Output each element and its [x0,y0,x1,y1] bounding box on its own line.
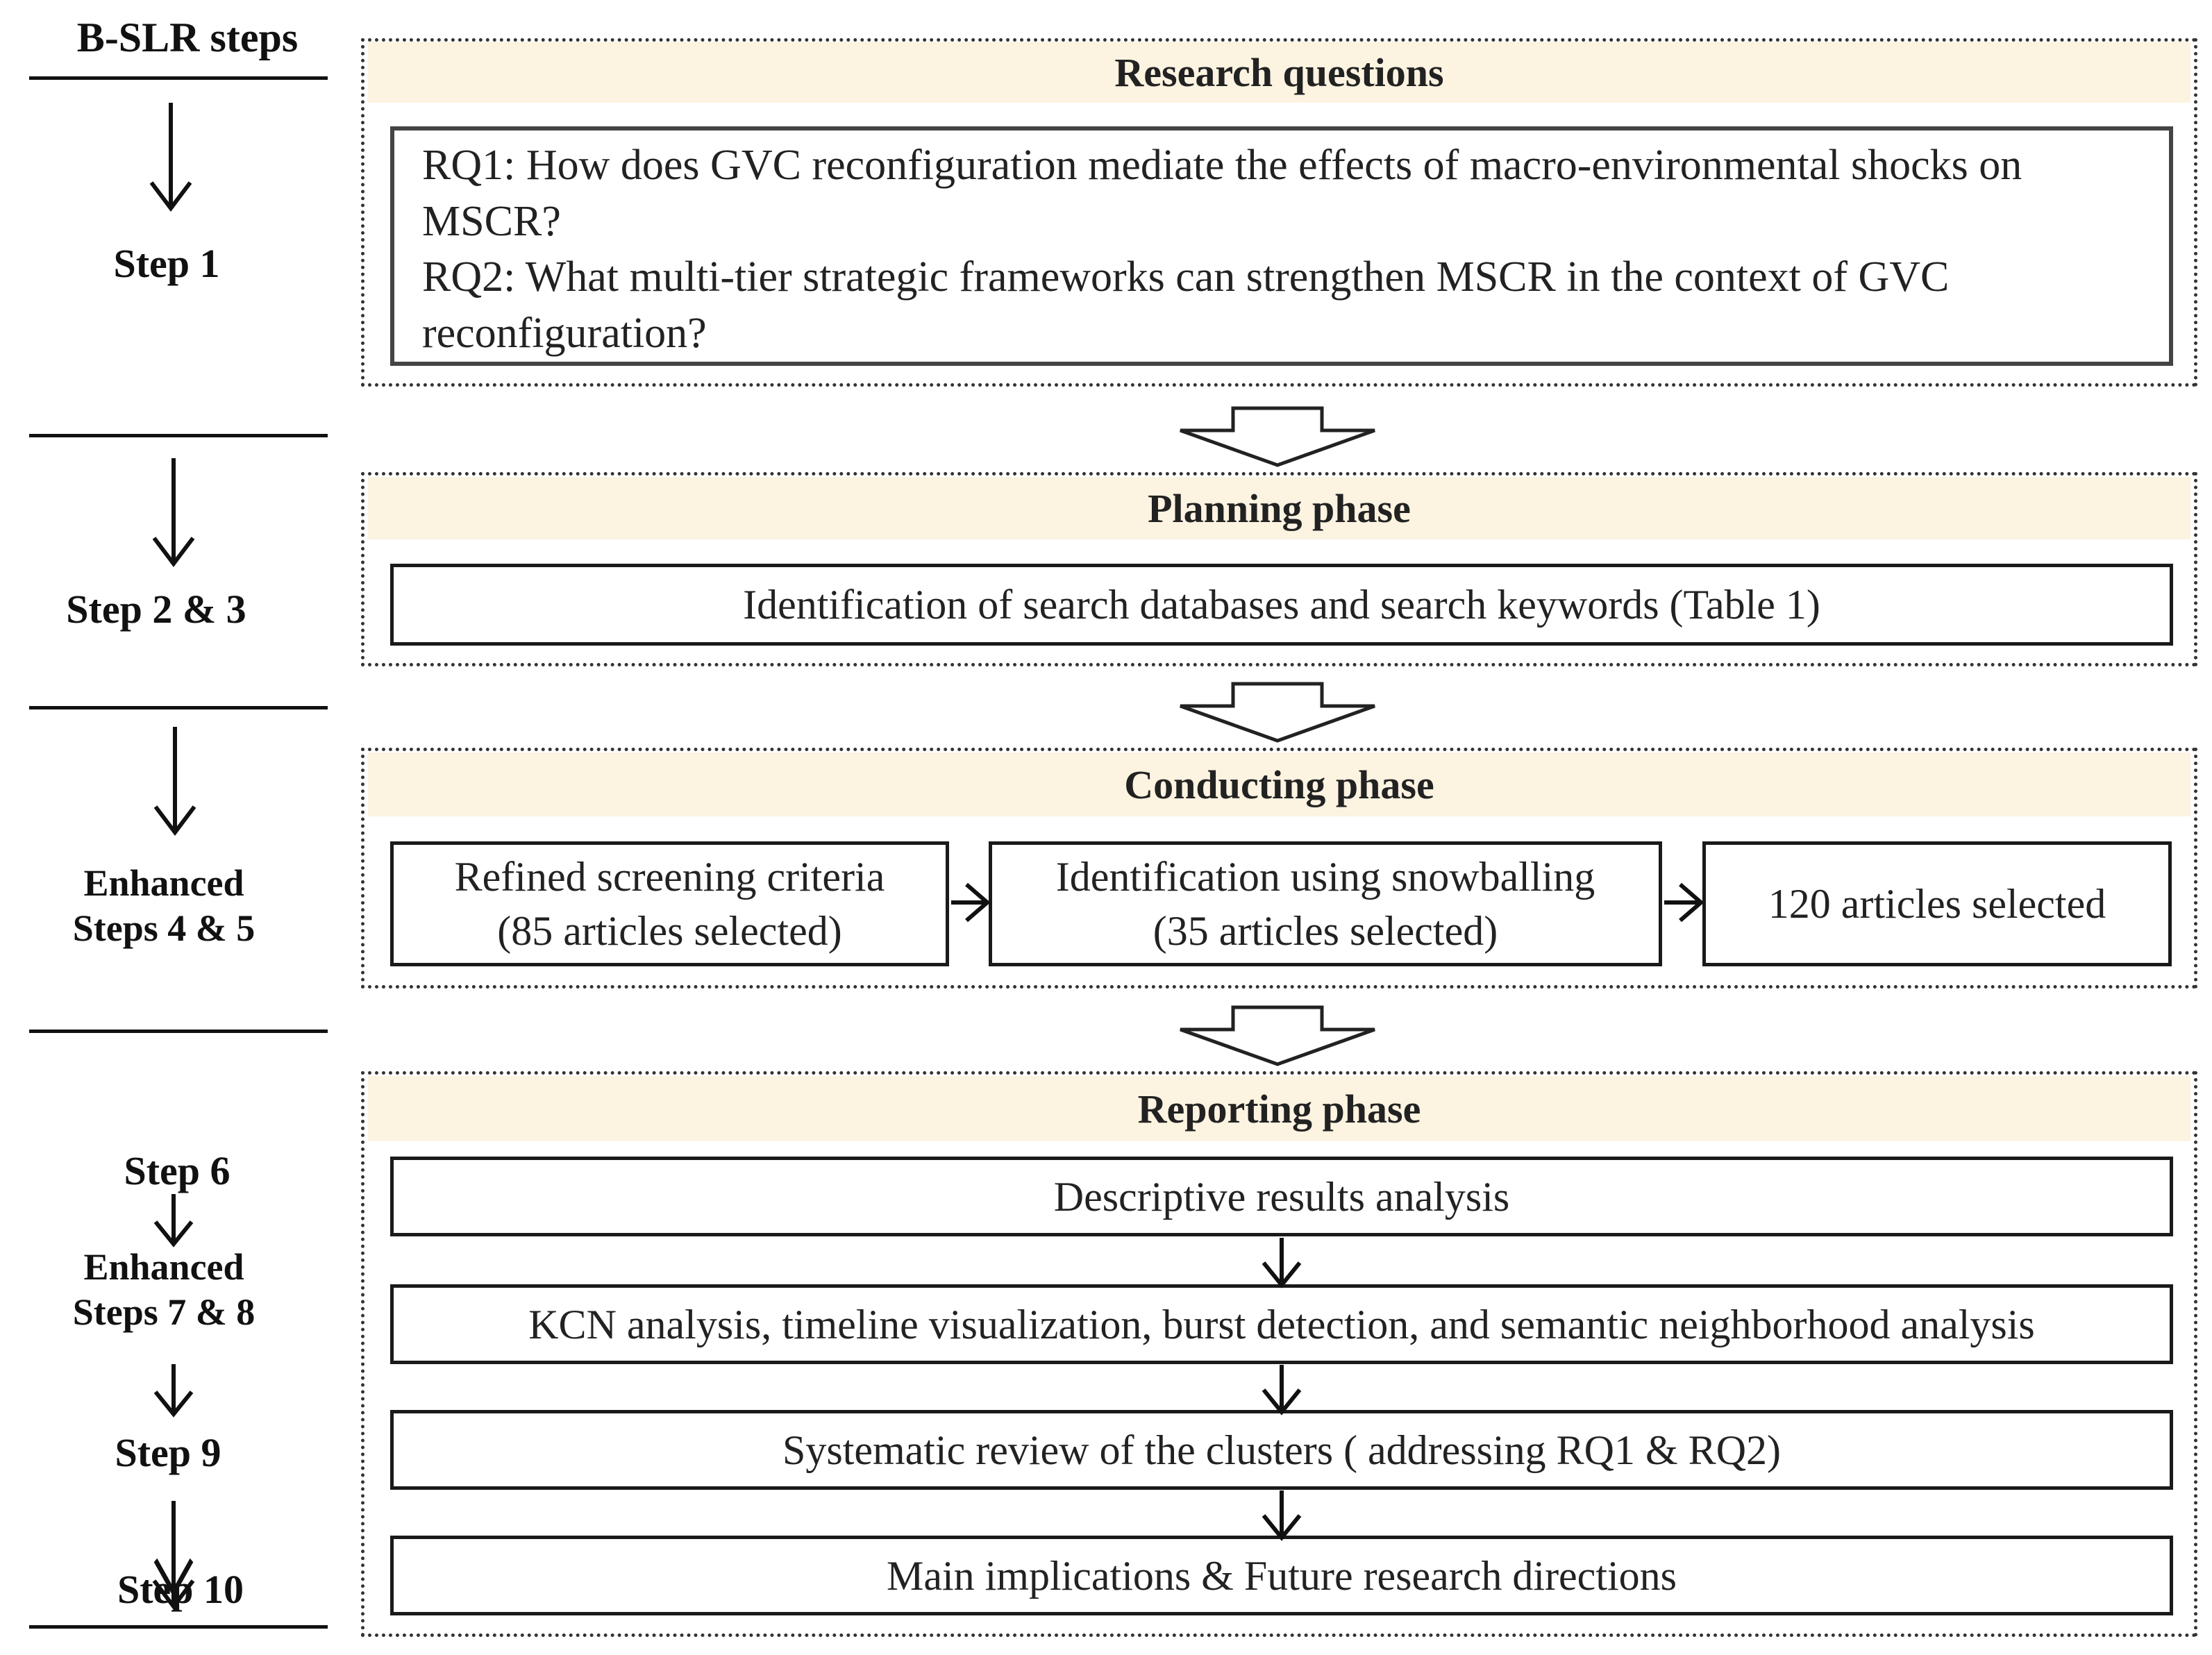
step-divider [29,76,328,80]
left-arrow-down-icon [156,1364,192,1414]
block-arrow-down-icon [1180,408,1375,465]
rq1-line1: RQ1: How does GVC reconfiguration mediat… [422,142,2022,189]
research-questions-box: RQ1: How does GVC reconfiguration mediat… [390,126,2173,366]
arrow-down-icon [1264,1365,1300,1412]
conducting-phase [361,748,2197,989]
rq1-line2: MSCR? [422,197,561,245]
block-arrow-down-icon [1180,1007,1375,1064]
snowballing-line1: Identification using snowballing [1055,854,1595,900]
snowballing-line2: (35 articles selected) [1153,908,1498,954]
snowballing-box: Identification using snowballing (35 art… [989,841,1662,966]
step-divider [29,706,328,709]
research-questions-phase [361,38,2197,387]
conducting-phase-header: Conducting phase [368,753,2190,816]
left-arrow-down-icon [151,103,190,208]
screening-criteria-box: Refined screening criteria (85 articles … [390,841,949,966]
screening-criteria-line2: (85 articles selected) [497,908,842,954]
descriptive-analysis-box: Descriptive results analysis [390,1157,2173,1236]
arrow-right-icon [951,882,991,923]
articles-selected-box: 120 articles selected [1702,841,2172,966]
rq2-line1: RQ2: What multi-tier strategic framework… [422,253,1950,301]
step-label-2-3: Step 2 & 3 [66,587,246,632]
planning-phase [361,472,2197,666]
left-arrow-down-icon [156,1194,192,1244]
bslr-steps-title: B-SLR steps [76,15,299,60]
left-arrow-down-icon [154,1501,193,1606]
reporting-phase [361,1071,2197,1637]
step-label-1: Step 1 [113,241,220,286]
step-label-4-5-line1: Enhanced [83,862,244,904]
step-label-6: Step 6 [124,1148,231,1193]
step-label-7-8: Enhanced Steps 7 & 8 [25,1245,303,1335]
research-questions-header: Research questions [368,42,2190,103]
step-divider [29,434,328,437]
left-arrow-down-icon [156,727,194,832]
step-label-7-8-line1: Enhanced [83,1246,244,1288]
step-divider [29,1625,328,1629]
step-label-10: Step 10 [117,1567,244,1612]
step-label-4-5-line2: Steps 4 & 5 [72,907,255,949]
arrow-right-icon [1664,882,1704,923]
arrow-down-icon [1264,1238,1300,1285]
step-label-7-8-line2: Steps 7 & 8 [72,1291,255,1333]
rq2-line2: reconfiguration? [422,309,707,357]
left-arrow-down-icon [154,458,193,564]
step-label-4-5: Enhanced Steps 4 & 5 [25,861,303,951]
step-divider [29,1030,328,1033]
screening-criteria-line1: Refined screening criteria [454,854,885,900]
systematic-review-box: Systematic review of the clusters ( addr… [390,1410,2173,1490]
step-label-9: Step 9 [115,1430,221,1475]
planning-phase-header: Planning phase [368,477,2190,539]
arrow-down-icon [1264,1490,1300,1538]
reporting-phase-header: Reporting phase [368,1076,2190,1141]
planning-box: Identification of search databases and s… [390,564,2173,646]
block-arrow-down-icon [1180,684,1375,741]
